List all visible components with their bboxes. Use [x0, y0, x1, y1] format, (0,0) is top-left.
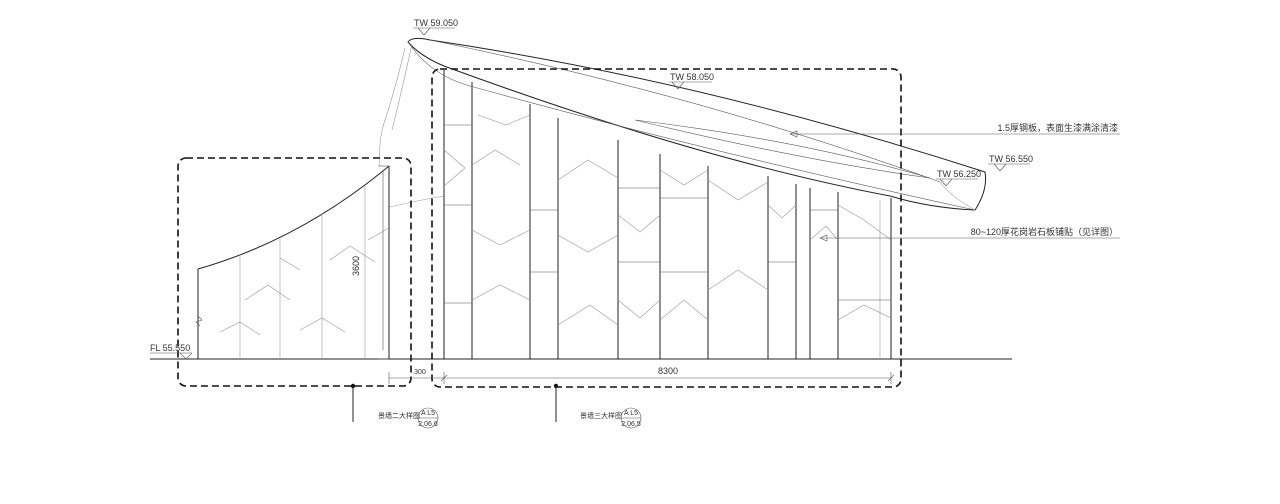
svg-text:2.06.6: 2.06.6 [418, 421, 438, 428]
section-mark-2: 景墙三大样图 A L5 2.06.5 [553, 383, 642, 429]
section-mark-1: 景墙二大样图 A L5 2.06.6 [350, 383, 439, 429]
main-wall [443, 70, 892, 359]
elevation-marker-top-high: TW 59.050 [413, 18, 458, 36]
elevation-marker-top-mid: TW 58.050 [669, 72, 714, 90]
elevation-marker-floor: FL 55.550 [150, 343, 193, 360]
svg-text:TW 59.050: TW 59.050 [414, 18, 458, 28]
svg-text:景墙二大样图: 景墙二大样图 [378, 411, 420, 420]
svg-text:2.06.5: 2.06.5 [621, 421, 641, 428]
gap-dimension: 300 [388, 369, 444, 384]
svg-text:TW 56.250: TW 56.250 [937, 169, 981, 179]
svg-text:FL 55.550: FL 55.550 [150, 343, 190, 353]
svg-text:景墙三大样图: 景墙三大样图 [580, 411, 622, 420]
svg-text:TW 58.050: TW 58.050 [670, 72, 714, 82]
svg-text:A L5: A L5 [421, 410, 435, 417]
left-wall: 3600 [195, 165, 390, 360]
roof-note-leader: 1.5厚钢板，表面生漆满涂清漆 [789, 122, 1120, 138]
svg-text:300: 300 [414, 369, 426, 376]
svg-text:A L5: A L5 [624, 410, 638, 417]
svg-text:TW 56.550: TW 56.550 [989, 154, 1033, 164]
roof-slab [379, 37, 986, 211]
wall-note: 80~120厚花岗岩石板铺贴（见详图） [971, 226, 1118, 237]
width-dimension: 8300 [440, 366, 895, 384]
detail-box-left [177, 157, 412, 387]
roof-note: 1.5厚钢板，表面生漆满涂清漆 [997, 122, 1118, 133]
detail-box-main [431, 68, 902, 388]
wall-note-leader: 80~120厚花岗岩石板铺贴（见详图） [819, 226, 1120, 242]
connector-line [389, 195, 445, 208]
elevation-marker-right-high: TW 56.550 [988, 154, 1033, 172]
svg-text:8300: 8300 [658, 366, 678, 376]
height-dimension: 3600 [351, 256, 361, 276]
elevation-marker-right-low: TW 56.250 [936, 169, 981, 187]
